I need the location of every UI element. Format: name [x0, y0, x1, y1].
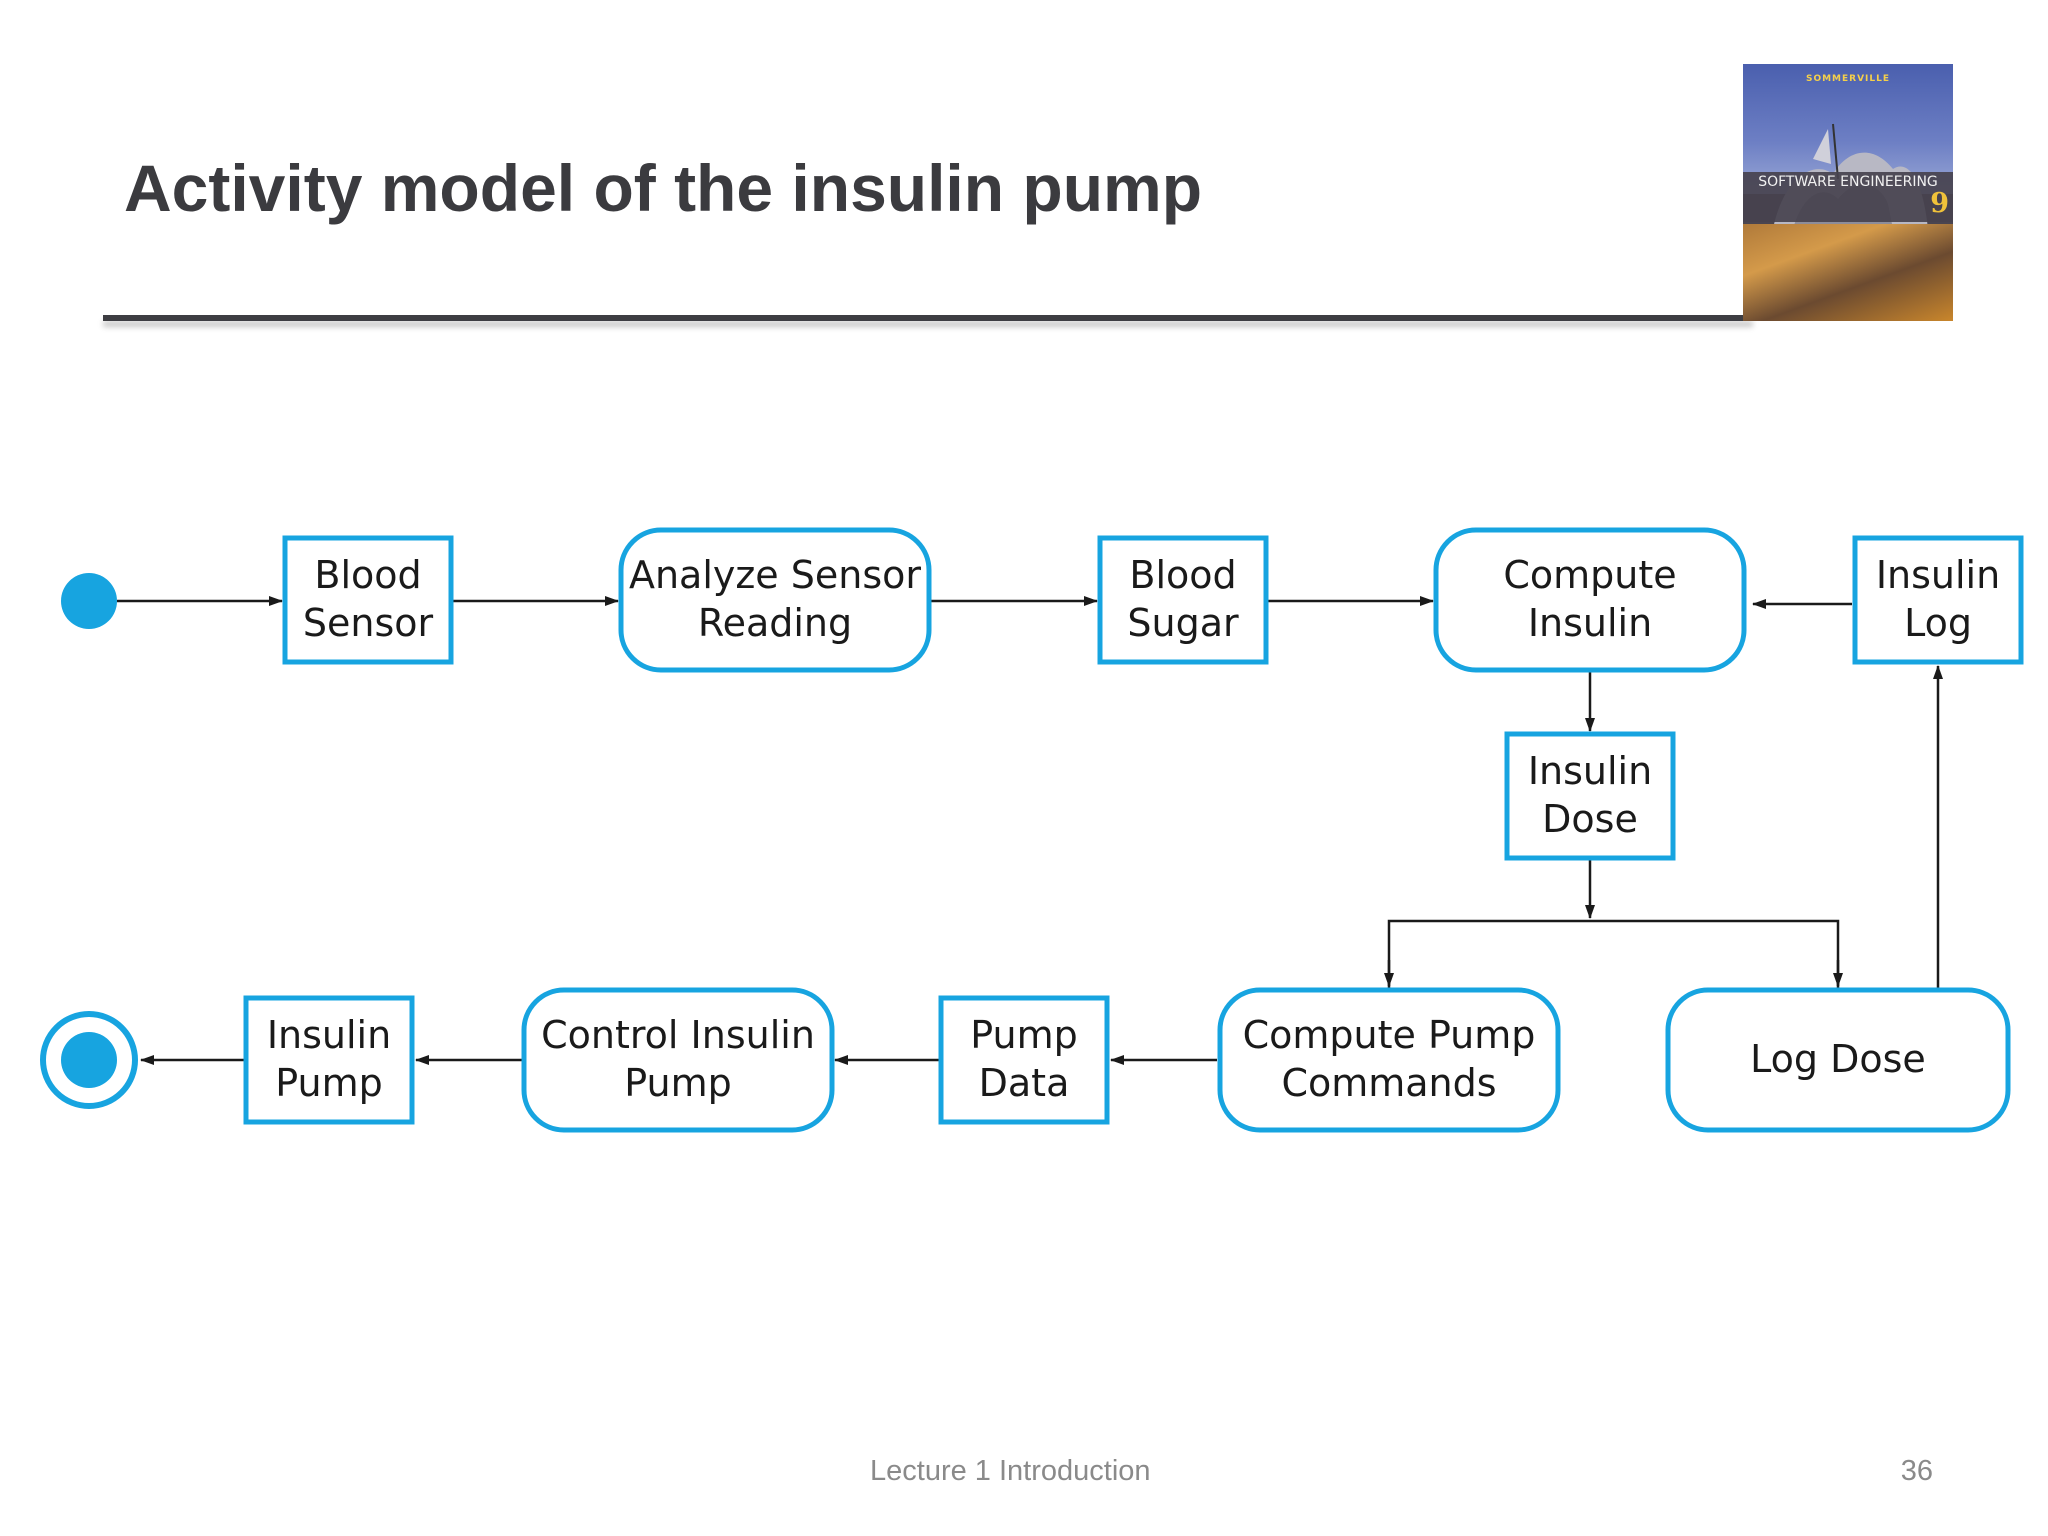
node-log-dose: Log Dose — [1665, 987, 2011, 1133]
node-control-insulin-pump-line1: Control Insulin — [541, 1013, 815, 1057]
node-insulin-pump-line2: Pump — [275, 1061, 382, 1105]
node-analyze-sensor-reading: Analyze Sensor Reading — [618, 527, 932, 673]
node-compute-pump-commands-line1: Compute Pump — [1243, 1013, 1536, 1057]
node-insulin-dose-line1: Insulin — [1528, 749, 1652, 793]
node-control-insulin-pump-line2: Pump — [624, 1061, 731, 1105]
node-blood-sensor-line1: Blood — [314, 553, 421, 597]
node-compute-insulin: Compute Insulin — [1433, 527, 1747, 673]
book-author: SOMMERVILLE — [1805, 74, 1891, 84]
footer-page-number: 36 — [1900, 1455, 1933, 1487]
book-subject: SOFTWARE ENGINEERING — [1758, 174, 1938, 190]
footer-lecture-title: Lecture 1 Introduction — [870, 1455, 1151, 1487]
node-blood-sensor: Blood Sensor — [282, 535, 454, 665]
slide-title: Activity model of the insulin pump — [124, 151, 1203, 225]
node-insulin-pump-line1: Insulin — [267, 1013, 391, 1057]
book-cover-band — [1743, 172, 1953, 222]
node-blood-sugar-line2: Sugar — [1127, 601, 1239, 645]
node-pump-data-line1: Pump — [970, 1013, 1077, 1057]
book-cover-image: SOMMERVILLE SOFTWARE ENGINEERING 9 — [1743, 64, 1953, 321]
node-insulin-dose-line2: Dose — [1542, 797, 1638, 841]
end-node — [40, 1011, 138, 1109]
node-control-insulin-pump: Control Insulin Pump — [521, 987, 835, 1133]
node-insulin-log-line1: Insulin — [1876, 553, 2000, 597]
node-compute-insulin-line1: Compute — [1503, 553, 1676, 597]
node-blood-sugar: Blood Sugar — [1097, 535, 1269, 665]
node-blood-sugar-line1: Blood — [1129, 553, 1236, 597]
node-log-dose-label: Log Dose — [1750, 1037, 1926, 1081]
node-blood-sensor-line2: Sensor — [303, 601, 434, 645]
node-insulin-log-line2: Log — [1904, 601, 1972, 645]
node-compute-pump-commands-line2: Commands — [1281, 1061, 1496, 1105]
node-pump-data-line2: Data — [979, 1061, 1070, 1105]
book-cover-ground — [1743, 224, 1953, 321]
node-analyze-sensor-reading-line2: Reading — [698, 601, 852, 645]
book-edition: 9 — [1930, 188, 1949, 219]
node-insulin-log: Insulin Log — [1852, 535, 2024, 665]
node-insulin-dose: Insulin Dose — [1504, 731, 1676, 861]
start-node — [61, 573, 117, 629]
title-divider — [103, 315, 1753, 321]
fork-connector — [1387, 919, 1840, 988]
node-insulin-pump: Insulin Pump — [243, 995, 415, 1125]
node-pump-data: Pump Data — [938, 995, 1110, 1125]
node-compute-pump-commands: Compute Pump Commands — [1217, 987, 1561, 1133]
node-analyze-sensor-reading-line1: Analyze Sensor — [629, 553, 921, 597]
node-compute-insulin-line2: Insulin — [1528, 601, 1652, 645]
